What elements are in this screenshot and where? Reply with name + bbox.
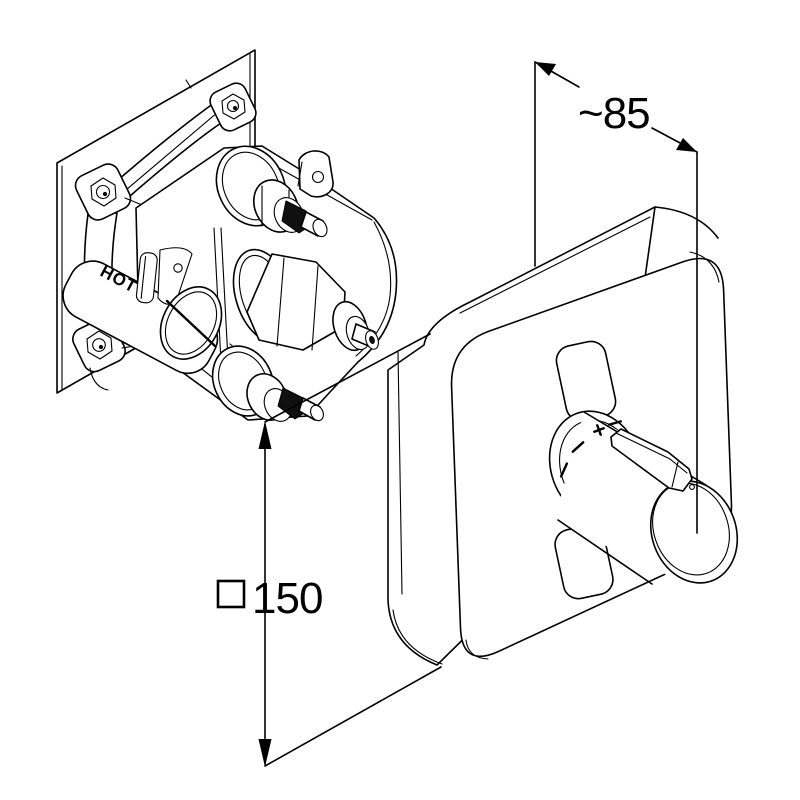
arrow-up-icon <box>258 421 272 449</box>
edge-crease <box>459 216 651 314</box>
mounting-bracket <box>72 102 225 391</box>
temperature-scale-marks <box>559 420 622 478</box>
corner-fillet <box>689 251 720 283</box>
rim-detail-dot <box>689 484 695 490</box>
bracket-foot <box>89 367 109 391</box>
plug-slot <box>165 299 217 348</box>
top-cartridge <box>215 145 328 238</box>
corner-fillet <box>465 639 489 660</box>
slotted-plug-cap <box>159 286 223 360</box>
arrow-down-icon <box>258 739 272 767</box>
plus-mark-icon <box>593 424 605 436</box>
bracket-screw-top <box>74 163 132 221</box>
thermostat-handle[interactable] <box>535 398 752 595</box>
plate-edge-tick <box>185 79 192 89</box>
size-dimension-label: 150 <box>252 574 322 623</box>
extension-line <box>264 666 442 767</box>
large-hex-nut <box>246 253 346 351</box>
rough-in-valve-assembly: HOT <box>56 49 398 422</box>
body-tab <box>297 150 334 198</box>
square-symbol-icon <box>216 579 246 609</box>
corner-transition <box>654 206 719 239</box>
extension-line <box>264 333 431 423</box>
edge-crease <box>397 351 403 595</box>
dimension-depth: ~85 <box>534 61 698 534</box>
trim-plate-assembly <box>387 206 752 666</box>
dimension-plate-size: 150 <box>216 333 442 767</box>
handle-lever[interactable] <box>610 428 693 492</box>
depth-dimension-label: ~85 <box>578 89 650 138</box>
arrow-up-left-icon <box>535 62 556 76</box>
corner-transition <box>392 609 443 665</box>
arrow-down-right-icon <box>676 138 697 152</box>
bottom-cartridge <box>211 345 324 422</box>
thermostat-hex-assembly <box>232 248 379 352</box>
plate-tab-screw <box>209 82 257 132</box>
